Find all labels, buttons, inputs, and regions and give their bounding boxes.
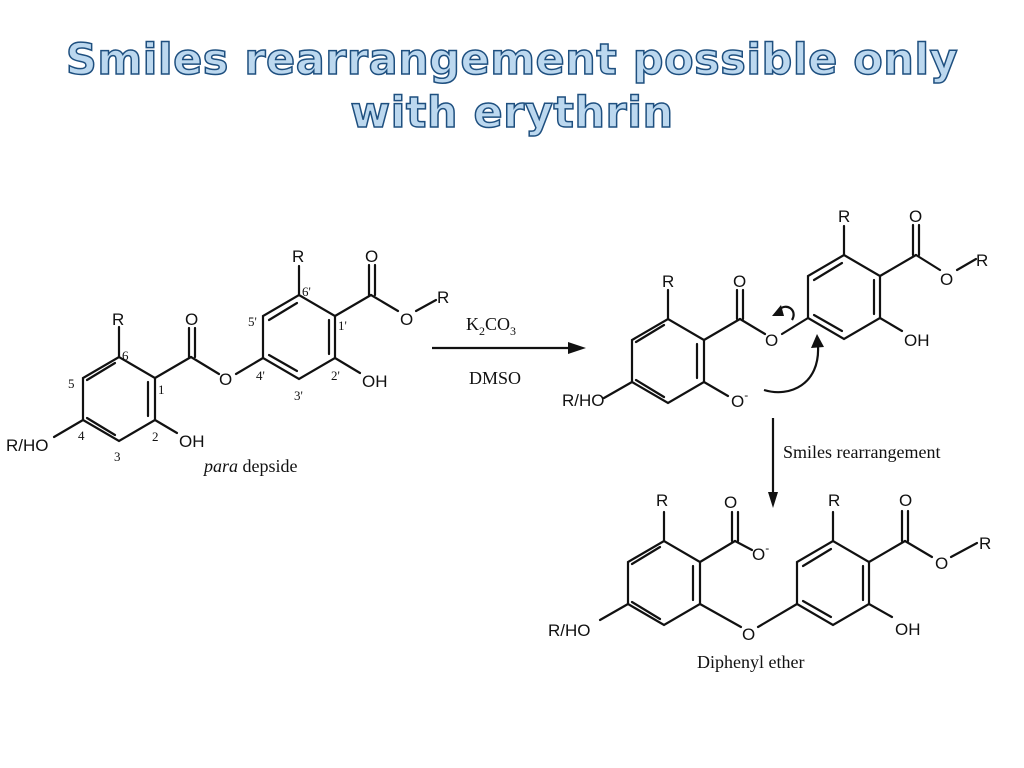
diphenyl-ether-label: Diphenyl ether	[697, 652, 804, 672]
phenolate-intermediate-structure: R O O O- R/HO R O O R OH	[562, 207, 988, 411]
reagent-k2co3: K2CO3	[466, 314, 516, 338]
ring-number-2-prime: 2'	[331, 368, 340, 383]
ring-number-3-prime: 3'	[294, 388, 303, 403]
ring-number-1: 1	[158, 382, 165, 397]
ring-number-5: 5	[68, 376, 75, 391]
carboxylate-charge: -	[765, 541, 769, 555]
hydroxyl-2-prime: OH	[362, 372, 388, 391]
solvent-dmso: DMSO	[469, 368, 521, 388]
vertical-arrow-head	[768, 492, 778, 508]
arrow-head	[568, 342, 586, 354]
carbonyl-oxygen-ether: O	[899, 491, 912, 510]
ring-number-4: 4	[78, 428, 85, 443]
carboxylate-o: O	[752, 545, 765, 564]
r-group-ester: R	[437, 288, 449, 307]
r-group-right: R	[838, 207, 850, 226]
smiles-arrow-group: Smiles rearrangement	[768, 418, 940, 508]
carbonyl-oxygen-right: O	[909, 207, 922, 226]
r-group-ether-left: R	[656, 491, 668, 510]
r-ho-left: R/HO	[562, 391, 605, 410]
ring-number-3: 3	[114, 449, 121, 464]
reagent-co-sub: 3	[510, 324, 516, 338]
ether-oxygen: O	[742, 625, 755, 644]
phenolate-oxygen: O-	[731, 388, 748, 411]
ring-number-5-prime: 5'	[248, 314, 257, 329]
ring-number-2: 2	[152, 429, 159, 444]
r-group-left: R	[662, 272, 674, 291]
slide-title: Smiles rearrangement possible only with …	[0, 34, 1024, 140]
reagent-k-sub: 2	[479, 324, 485, 338]
reagent-co: CO	[485, 314, 510, 334]
carbonyl-oxygen-b: O	[365, 247, 378, 266]
curved-arrow-large-head	[811, 334, 824, 348]
ester-oxygen-b: O	[400, 310, 413, 329]
r-group-ring-a: R	[112, 310, 124, 329]
depside-text: depside	[238, 456, 297, 476]
phenolate-charge: -	[744, 388, 748, 402]
r-group-ester-ether: R	[979, 534, 991, 553]
r-group-ring-b: R	[292, 247, 304, 266]
para-depside-structure: R O O OH R/HO R O O R OH 1 2 3 4 5 6 1' …	[6, 247, 449, 476]
ring-number-6: 6	[122, 348, 129, 363]
hydroxyl-2: OH	[179, 432, 205, 451]
hydroxyl-ether: OH	[895, 620, 921, 639]
smiles-rearrangement-label: Smiles rearrangement	[783, 442, 940, 462]
ring-number-1-prime: 1'	[338, 318, 347, 333]
r-group-ester-right: R	[976, 251, 988, 270]
ester-oxygen: O	[219, 370, 232, 389]
curved-arrow-large	[763, 345, 820, 394]
reaction-arrow-group: K2CO3 DMSO	[432, 314, 586, 388]
curved-arrow-small-head	[772, 305, 784, 316]
ester-oxygen-mid: O	[765, 331, 778, 350]
phenolate-o: O	[731, 392, 744, 411]
r-group-ether-right: R	[828, 491, 840, 510]
carbonyl-oxygen-left: O	[733, 272, 746, 291]
ring-number-4-prime: 4'	[256, 368, 265, 383]
carbonyl-oxygen-a: O	[185, 310, 198, 329]
diphenyl-ether-structure: R O O- O R/HO R O O R OH Diphenyl ether	[548, 491, 991, 672]
r-ho-ring-a: R/HO	[6, 436, 49, 455]
hydroxyl-right: OH	[904, 331, 930, 350]
carboxylate-oxygen-double: O	[724, 493, 737, 512]
para-depside-label: para depside	[202, 456, 298, 476]
carboxylate-oxygen: O-	[752, 541, 769, 564]
ester-oxygen-ether: O	[935, 554, 948, 573]
reagent-k: K	[466, 314, 479, 334]
ring-number-6-prime: 6'	[302, 284, 311, 299]
title-line-2: with erythrin	[350, 87, 674, 139]
r-ho-ether: R/HO	[548, 621, 591, 640]
title-line-1: Smiles rearrangement possible only	[65, 34, 959, 86]
ester-oxygen-right: O	[940, 270, 953, 289]
para-italic: para	[202, 456, 238, 476]
